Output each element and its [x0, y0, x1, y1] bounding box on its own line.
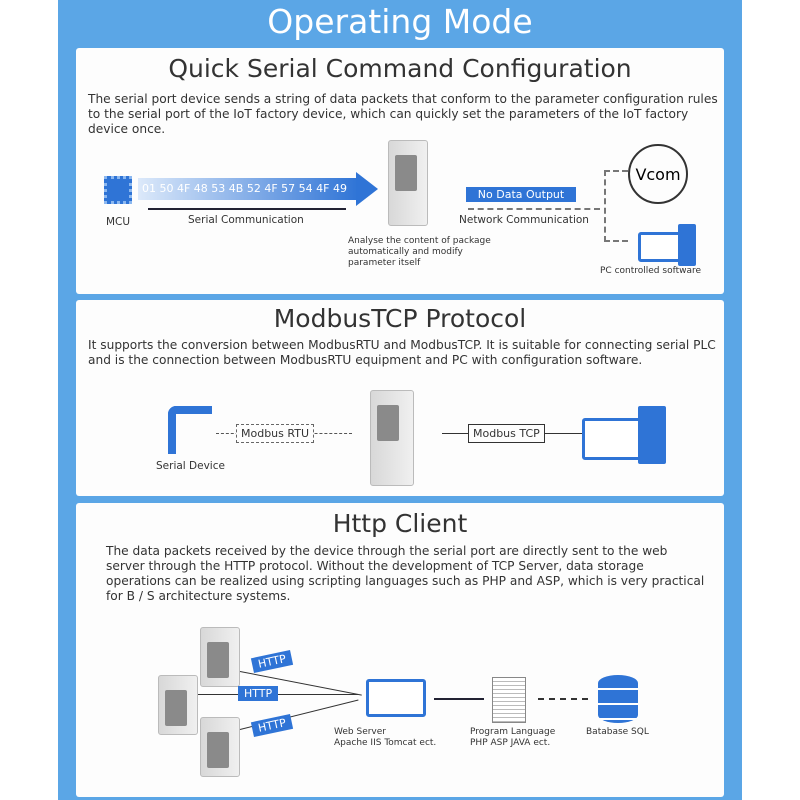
serial-comm-label: Serial Communication: [188, 214, 304, 226]
section-title: Quick Serial Command Configuration: [168, 54, 632, 83]
serial-device-label: Serial Device: [156, 460, 225, 472]
mcu-chip-icon: [104, 176, 132, 204]
database-icon: [598, 675, 638, 723]
dashed-connector: [604, 170, 628, 242]
analyse-label: Analyse the content of package automatic…: [348, 236, 491, 268]
bidirectional-arrow: [434, 698, 484, 700]
document-icon: [492, 677, 526, 723]
section-text: The serial port device sends a string of…: [88, 92, 718, 136]
http-panel: Http Client The data packets received by…: [76, 503, 724, 797]
mcu-label: MCU: [106, 216, 131, 228]
section-text: It supports the conversion between Modbu…: [88, 338, 716, 367]
http-tag: HTTP: [250, 713, 294, 738]
section-text: The data packets received by the device …: [106, 544, 705, 603]
bidirectional-arrow: [148, 208, 346, 210]
device-icon: [200, 717, 240, 777]
pc-tower-icon: [638, 406, 666, 464]
database-label: Batabase SQL: [586, 727, 649, 737]
http-tag: HTTP: [238, 686, 279, 701]
section-title: Http Client: [332, 509, 468, 538]
web-server-sub: Apache IIS Tomcat ect.: [334, 738, 437, 748]
page-title: Operating Mode: [267, 2, 533, 41]
pc-tower-icon: [678, 224, 696, 266]
hex-data: 01 50 4F 48 53 4B 52 4F 57 54 4F 49: [142, 182, 347, 195]
network-comm-label: Network Communication: [459, 214, 589, 226]
serial-config-panel: Quick Serial Command Configuration The s…: [76, 48, 724, 294]
program-sub: PHP ASP JAVA ect.: [470, 738, 551, 748]
arrow-head-icon: [356, 172, 378, 206]
no-data-tag: No Data Output: [466, 187, 576, 202]
web-server-label: Web Server: [334, 727, 386, 737]
device-icon: [158, 675, 198, 735]
web-server-icon: [366, 679, 426, 717]
modbus-panel: ModbusTCP Protocol It supports the conve…: [76, 300, 724, 496]
device-icon: [370, 390, 414, 486]
pc-icon: [638, 232, 686, 262]
modbus-tcp-tag: Modbus TCP: [468, 424, 545, 443]
section-title: ModbusTCP Protocol: [273, 304, 527, 333]
device-icon: [388, 140, 428, 226]
robot-arm-icon: [168, 406, 212, 454]
pc-icon: [582, 418, 648, 460]
data-arrow: [138, 178, 358, 200]
http-tag: HTTP: [250, 649, 294, 674]
dashed-arrow: [468, 208, 600, 210]
modbus-rtu-tag: Modbus RTU: [236, 424, 314, 443]
dashed-arrow: [538, 698, 588, 700]
pc-software-label: PC controlled software: [600, 266, 702, 276]
device-icon: [200, 627, 240, 687]
vcom-circle: Vcom: [628, 144, 688, 204]
program-label: Program Language: [470, 727, 556, 737]
